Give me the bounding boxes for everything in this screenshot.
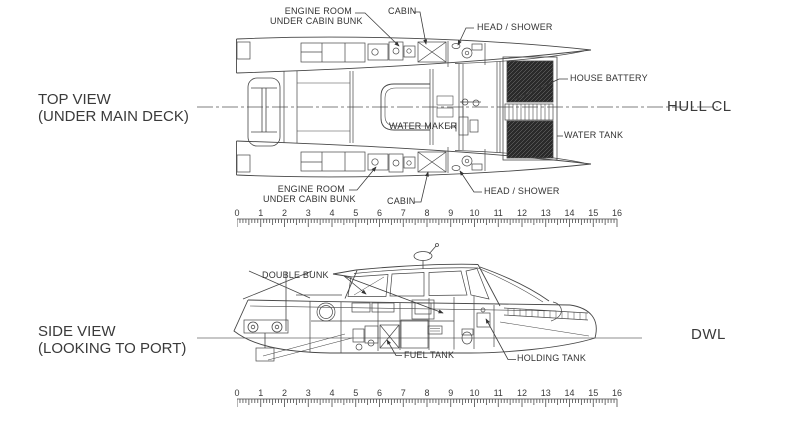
house-battery-panel xyxy=(506,60,554,103)
side-view-title-line2: (LOOKING TO PORT) xyxy=(38,339,187,357)
ruler-number: 14 xyxy=(564,208,575,218)
side-view-title-line1: SIDE VIEW xyxy=(38,323,116,340)
ruler-number: 11 xyxy=(493,388,503,398)
leader-water-maker xyxy=(449,122,457,132)
ruler-ticks xyxy=(237,218,618,227)
leader-fuel-tank xyxy=(386,339,402,356)
portlight xyxy=(316,302,336,322)
top-view-title-line2: (UNDER MAIN DECK) xyxy=(38,107,189,125)
ruler-number: 6 xyxy=(376,208,383,218)
top-view-title-line1: TOP VIEW xyxy=(38,91,111,108)
davit xyxy=(550,301,562,322)
water-maker-label: WATER MAKER xyxy=(389,121,458,131)
engine-room-bottom-label: ENGINE ROOM UNDER CABIN BUNK xyxy=(263,184,356,204)
ruler-number: 11 xyxy=(493,208,503,218)
cabin-top-label: CABIN xyxy=(388,6,417,16)
ruler-number: 3 xyxy=(305,208,311,218)
side-view-drawing xyxy=(197,243,642,362)
ruler-number: 9 xyxy=(448,388,454,398)
ruler-number: 8 xyxy=(424,388,430,398)
pilothouse xyxy=(332,263,550,307)
ruler-number: 5 xyxy=(353,208,359,218)
ruler-number: 1 xyxy=(258,388,264,398)
ruler-number: 15 xyxy=(588,208,599,218)
saloon-console xyxy=(297,82,454,132)
side-view-leaders xyxy=(343,275,516,360)
engine-room-top-label: ENGINE ROOM UNDER CABIN BUNK xyxy=(270,6,363,26)
port-hull-plan xyxy=(236,36,592,74)
ruler-number: 9 xyxy=(448,208,454,218)
ruler-number: 2 xyxy=(281,388,288,398)
ruler-number: 10 xyxy=(469,208,480,218)
ruler-number: 13 xyxy=(540,208,551,218)
tank-assembly xyxy=(502,56,558,161)
ruler-number: 0 xyxy=(234,388,240,398)
ruler-number: 2 xyxy=(281,208,288,218)
ruler-number: 12 xyxy=(516,208,528,218)
ruler-number: 4 xyxy=(329,388,335,398)
leader-house-battery xyxy=(513,78,568,101)
leader-double-bunk-1 xyxy=(343,275,367,295)
top-view-title: TOP VIEW (UNDER MAIN DECK) xyxy=(38,91,189,125)
side-view-title: SIDE VIEW (LOOKING TO PORT) xyxy=(38,323,187,357)
ruler-number: 16 xyxy=(611,388,623,398)
ruler-number: 4 xyxy=(329,208,335,218)
ruler-number: 15 xyxy=(588,388,599,398)
dwl-label: DWL xyxy=(691,326,726,343)
double-bunk-label: DOUBLE BUNK xyxy=(262,270,329,280)
ruler-number: 0 xyxy=(234,208,240,218)
toilet xyxy=(461,331,473,345)
leader-engine-room-bottom xyxy=(349,166,377,191)
radar-dome xyxy=(413,243,439,269)
ruler-number: 12 xyxy=(516,388,528,398)
fuel-tank-label: FUEL TANK xyxy=(404,350,455,360)
water-tank-label: WATER TANK xyxy=(564,130,624,140)
aft-railing xyxy=(499,301,590,337)
bow-gear xyxy=(242,270,353,362)
holding-tank-box xyxy=(476,312,491,328)
top-view-drawing xyxy=(197,11,718,203)
water-tank-panel xyxy=(506,120,554,159)
water-maker-equipment xyxy=(458,98,481,136)
ruler-number: 7 xyxy=(400,388,406,398)
head-shower-bottom-label: HEAD / SHOWER xyxy=(484,186,560,196)
head-shower-top-label: HEAD / SHOWER xyxy=(477,22,553,32)
top-view-leaders xyxy=(349,11,568,203)
helm-seat xyxy=(247,77,281,147)
ruler-number: 8 xyxy=(424,208,430,218)
ruler-number: 13 xyxy=(540,388,551,398)
windshield xyxy=(347,274,389,297)
leader-holding-tank xyxy=(485,318,516,360)
ruler-number: 16 xyxy=(611,208,623,218)
hull-cl-label: HULL CL xyxy=(667,98,732,115)
leader-head-shower-top xyxy=(457,27,474,46)
leader-cabin-top xyxy=(413,11,428,45)
ruler-number: 14 xyxy=(564,388,575,398)
ruler-ticks xyxy=(237,398,618,407)
cabin-bottom-label: CABIN xyxy=(387,196,416,206)
leader-cabin-bottom xyxy=(414,171,429,203)
ruler-number: 3 xyxy=(305,388,311,398)
leader-double-bunk-2 xyxy=(343,275,444,314)
ruler-number: 7 xyxy=(400,208,406,218)
ruler-number: 6 xyxy=(376,388,383,398)
ruler-number: 1 xyxy=(258,208,264,218)
hull-internals xyxy=(300,41,486,67)
ruler-number: 10 xyxy=(469,388,480,398)
ruler-number: 5 xyxy=(353,388,359,398)
fuel-tank-box xyxy=(379,324,400,349)
leader-engine-room-top xyxy=(355,12,400,47)
house-battery-label: HOUSE BATTERY xyxy=(570,73,648,83)
leader-head-shower-bottom xyxy=(459,170,482,193)
side-interior xyxy=(309,296,495,353)
holding-tank-label: HOLDING TANK xyxy=(517,353,587,363)
